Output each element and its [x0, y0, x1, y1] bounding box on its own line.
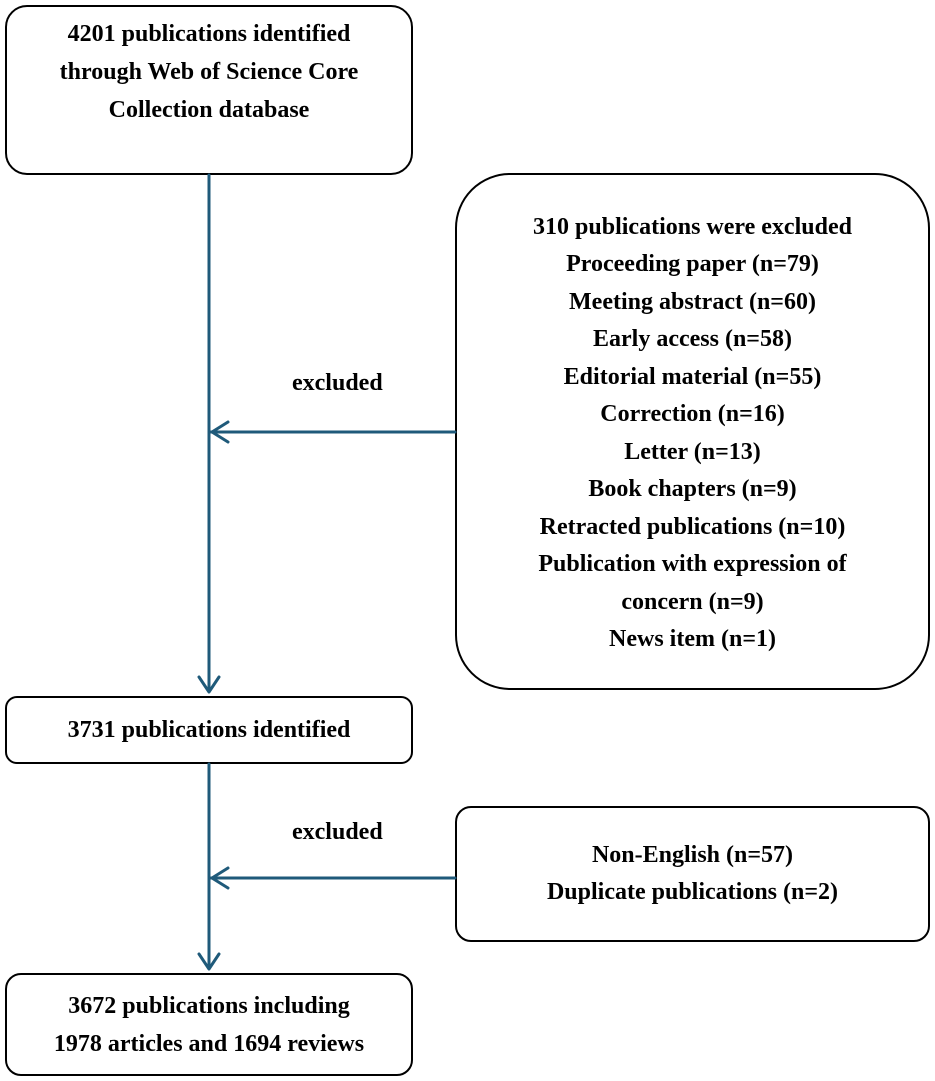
exclusion-1-item: Publication with expression of [538, 551, 847, 577]
start-node-line: through Web of Science Core [59, 59, 359, 85]
exclusion-1-item: Meeting abstract (n=60) [569, 288, 816, 315]
final-node-line: 3672 publications including [68, 992, 350, 1019]
intermediate-node: 3731 publications identified [5, 696, 413, 764]
exclusion-1-item: Letter (n=13) [624, 438, 761, 465]
exclusion-node-2: Non-English (n=57) Duplicate publication… [455, 806, 930, 942]
exclusion-1-item: News item (n=1) [609, 626, 776, 652]
final-node-line: 1978 articles and 1694 reviews [53, 1030, 365, 1057]
exclusion-1-item: Proceeding paper (n=79) [566, 251, 819, 277]
exclusion-1-heading: 310 publications were excluded [533, 213, 852, 240]
exclusion-2-item: Non-English (n=57) [591, 842, 794, 868]
arrow-intermediate-to-final-head [197, 952, 221, 971]
exclusion-2-item: Duplicate publications (n=2) [546, 879, 839, 905]
start-node: 4201 publications identified through Web… [5, 5, 413, 175]
exclusion-1-item: Book chapters (n=9) [588, 476, 797, 502]
exclusion-1-item: Early access (n=58) [593, 326, 792, 352]
final-node: 3672 publications including 1978 article… [5, 973, 413, 1076]
edge-label-excluded-1: excluded [292, 370, 383, 396]
intermediate-node-line: 3731 publications identified [67, 717, 351, 743]
arrow-start-to-intermediate-head [197, 675, 221, 694]
start-node-line: Collection database [108, 97, 310, 123]
exclusion-node-1: 310 publications were excluded Proceedin… [455, 173, 930, 690]
edge-label-excluded-2: excluded [292, 819, 383, 845]
arrow-exclusion-2-head [210, 866, 230, 890]
exclusion-1-item: Retracted publications (n=10) [539, 513, 846, 540]
exclusion-1-item: Editorial material (n=55) [563, 363, 822, 390]
start-node-line: 4201 publications identified [67, 21, 351, 47]
arrow-exclusion-1-head [210, 420, 230, 444]
exclusion-1-item: concern (n=9) [621, 588, 764, 615]
exclusion-1-item: Correction (n=16) [600, 401, 785, 427]
